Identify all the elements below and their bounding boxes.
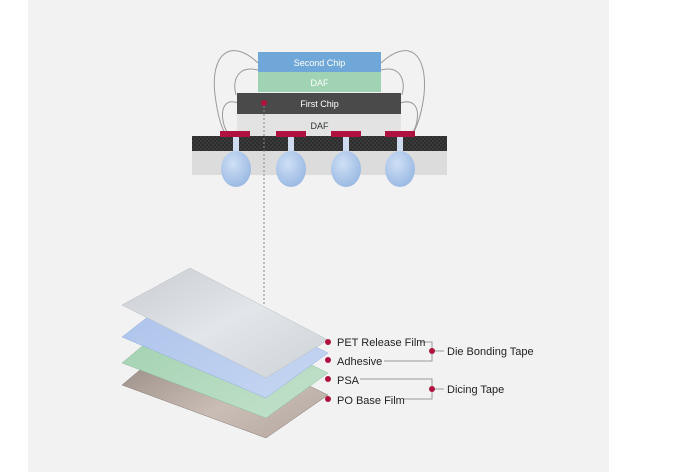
bond-pad xyxy=(331,131,361,137)
label-pet-release-film: PET Release Film xyxy=(337,337,425,349)
wire-bond-left-mid xyxy=(234,68,259,96)
via xyxy=(343,137,349,153)
substrate xyxy=(192,136,447,151)
label-die-bonding-tape: Die Bonding Tape xyxy=(447,346,534,358)
first-chip-label: First Chip xyxy=(300,99,339,109)
solder-ball xyxy=(385,151,415,187)
label-adhesive: Adhesive xyxy=(337,356,382,368)
daf-bottom-label: DAF xyxy=(311,121,330,131)
wire-bond-left-outer xyxy=(213,50,259,139)
leader-dot xyxy=(325,376,331,382)
first-chip xyxy=(237,93,401,114)
bond-pad xyxy=(276,131,306,137)
solder-balls xyxy=(221,137,415,187)
label-dicing-tape: Dicing Tape xyxy=(447,384,504,396)
tape-layers xyxy=(121,267,329,439)
wire-bond-right-mid xyxy=(380,68,404,96)
chip-stack: Second Chip DAF First Chip DAF xyxy=(192,50,447,187)
label-po-base-film: PO Base Film xyxy=(337,395,405,407)
bracket-dot xyxy=(429,348,435,354)
daf-bottom-layer xyxy=(237,114,401,136)
layer-leaders xyxy=(325,339,444,402)
bracket-dot xyxy=(429,386,435,392)
second-chip xyxy=(258,52,381,72)
solder-ball xyxy=(221,151,251,187)
leader-dot xyxy=(325,357,331,363)
via xyxy=(397,137,403,153)
bond-pad xyxy=(385,131,415,137)
label-psa: PSA xyxy=(337,375,360,387)
daf-top-label: DAF xyxy=(311,78,330,88)
callout-dot xyxy=(261,100,267,106)
via xyxy=(288,137,294,153)
via xyxy=(233,137,239,153)
bond-pad xyxy=(220,131,250,137)
bond-pads xyxy=(220,131,415,137)
daf-top-layer xyxy=(258,72,381,92)
solder-ball xyxy=(331,151,361,187)
solder-ball xyxy=(276,151,306,187)
second-chip-label: Second Chip xyxy=(294,58,346,68)
leader-dot xyxy=(325,339,331,345)
leader-dot xyxy=(325,396,331,402)
wire-bonds xyxy=(213,50,426,139)
wire-bond-right-outer xyxy=(380,50,426,139)
